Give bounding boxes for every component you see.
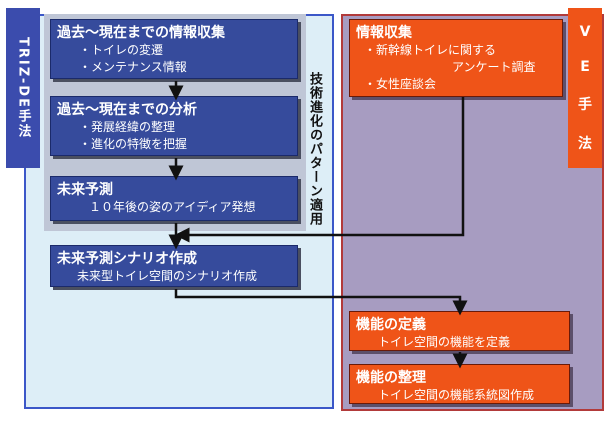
box-item: １０年後の姿のアイディア発想 xyxy=(89,200,256,214)
arrow-ve-info-to-scenario xyxy=(174,97,465,243)
pattern-application-label: 技術進化のパターン適用 xyxy=(307,72,322,226)
box-item: ・新幹線トイレに関する xyxy=(364,43,497,57)
triz-scenario-box: 未来予測シナリオ作成 未来型トイレ空間のシナリオ作成 xyxy=(50,245,298,287)
box-title: 機能の整理 xyxy=(356,370,426,386)
ve-label-char: 手 xyxy=(578,96,592,113)
box-item: アンケート調査 xyxy=(452,60,536,74)
box-title: 未来予測 xyxy=(57,182,113,198)
ve-label-char: V xyxy=(579,23,591,40)
box-title: 未来予測シナリオ作成 xyxy=(57,251,197,267)
box-item: 未来型トイレ空間のシナリオ作成 xyxy=(77,269,258,283)
box-item: ・進化の特徴を把握 xyxy=(79,137,188,151)
box-item: ・メンテナンス情報 xyxy=(79,60,187,74)
ve-function-definition-box: 機能の定義 トイレ空間の機能を定義 xyxy=(349,311,570,351)
ve-function-arrangement-box: 機能の整理 トイレ空間の機能系統図作成 xyxy=(349,364,570,404)
triz-method-label: TRIZ-DE手法 xyxy=(6,8,40,168)
box-item: ・発展経緯の整理 xyxy=(79,120,176,134)
ve-info-collection-box: 情報収集 ・新幹線トイレに関する アンケート調査 ・女性座談会 xyxy=(349,19,563,97)
box-item: ・女性座談会 xyxy=(364,77,437,91)
triz-info-collection-box: 過去〜現在までの情報収集 ・トイレの変遷 ・メンテナンス情報 xyxy=(50,19,298,79)
ve-method-label: V E 手 法 xyxy=(568,8,602,168)
box-item: トイレ空間の機能を定義 xyxy=(378,335,511,349)
box-title: 情報収集 xyxy=(356,25,412,41)
box-title: 機能の定義 xyxy=(356,317,426,333)
arrow-scenario-to-function-definition xyxy=(174,289,468,316)
box-title: 過去〜現在までの分析 xyxy=(57,102,197,118)
ve-label-char: 法 xyxy=(578,135,592,152)
box-item: トイレ空間の機能系統図作成 xyxy=(378,388,535,402)
box-item: ・トイレの変遷 xyxy=(79,43,164,57)
ve-label-char: E xyxy=(580,58,590,75)
triz-analysis-box: 過去〜現在までの分析 ・発展経緯の整理 ・進化の特徴を把握 xyxy=(50,96,298,156)
box-title: 過去〜現在までの情報収集 xyxy=(57,25,225,41)
